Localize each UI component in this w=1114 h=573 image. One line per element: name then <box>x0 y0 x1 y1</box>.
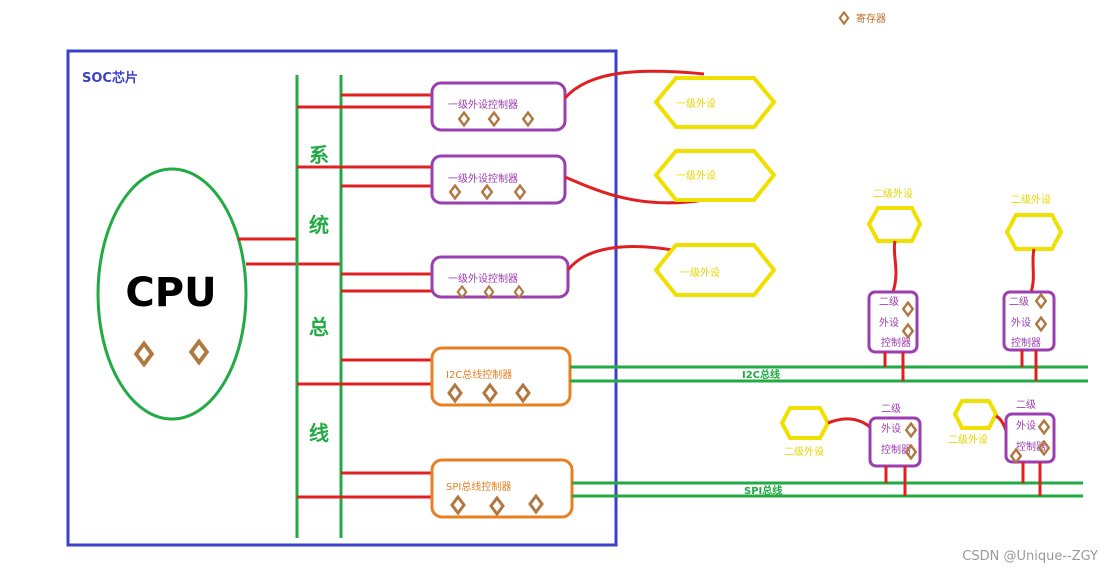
secondary-controller-line: 二级 <box>1016 399 1036 411</box>
register-legend-icon <box>838 11 850 25</box>
primary-peripheral-label: 一级外设 <box>676 170 716 182</box>
primary-controller: 一级外设控制器 <box>430 154 567 205</box>
secondary-controller-line: 控制器 <box>881 443 911 456</box>
i2c-controller-label: I2C总线控制器 <box>446 368 512 381</box>
secondary-controller-line: 外设 <box>1016 420 1036 432</box>
secondary-peripheral: 二级外设 <box>779 406 831 458</box>
cpu-label: CPU <box>125 270 216 316</box>
primary-peripheral: 一级外设 <box>653 149 777 202</box>
watermark: CSDN @Unique--ZGY <box>962 549 1098 564</box>
primary-controller: 一级外设控制器 <box>430 255 570 299</box>
primary-controller-label: 一级外设控制器 <box>448 98 518 111</box>
system-bus-char: 统 <box>309 213 329 237</box>
secondary-peripheral-label: 二级外设 <box>873 188 913 200</box>
system-bus-char: 系 <box>309 143 329 167</box>
secondary-controller-line: 二级 <box>1009 296 1029 308</box>
spi-bus-controller: SPI总线控制器 <box>430 458 574 519</box>
primary-controller: 一级外设控制器 <box>430 81 567 132</box>
secondary-controller-line: 外设 <box>879 317 899 329</box>
bus-controller-wires <box>297 93 432 499</box>
secondary-peripheral-label: 二级外设 <box>948 434 988 446</box>
secondary-controller-line: 外设 <box>1011 317 1031 329</box>
i2c-drop-wires <box>883 350 1038 381</box>
secondary-wire <box>891 240 898 293</box>
secondary-peripheral: 二级外设 <box>866 188 923 243</box>
secondary-controller-line: 二级 <box>881 403 901 415</box>
secondary-controller-line: 二级 <box>879 296 899 308</box>
controller-peripheral-wires <box>563 69 705 271</box>
legend-register-label: 寄存器 <box>856 12 886 25</box>
legend: 寄存器 <box>838 11 886 25</box>
primary-peripheral: 一级外设 <box>653 243 777 297</box>
spi-bus-label: SPI总线 <box>744 484 782 497</box>
cpu-ellipse <box>96 167 248 421</box>
cpu-register-icon <box>134 341 154 367</box>
secondary-controller-line: 控制器 <box>1011 336 1041 349</box>
secondary-wire <box>1029 248 1036 293</box>
primary-controller-label: 一级外设控制器 <box>448 272 518 285</box>
spi-drop-wires <box>884 462 1042 496</box>
system-bus-char: 总 <box>309 315 329 339</box>
primary-peripheral-label: 一级外设 <box>676 98 716 110</box>
i2c-bus-label: I2C总线 <box>742 368 780 381</box>
primary-peripheral: 一级外设 <box>653 76 777 129</box>
system-bus-char: 线 <box>309 421 329 445</box>
secondary-peripheral: 二级外设 <box>948 399 999 446</box>
secondary-peripheral-label: 二级外设 <box>784 446 824 458</box>
cpu-register-icon <box>189 339 209 365</box>
secondary-controller-line: 控制器 <box>881 336 911 349</box>
secondary-controller-line: 外设 <box>881 423 901 435</box>
spi-controller-label: SPI总线控制器 <box>446 480 511 493</box>
primary-controller-label: 一级外设控制器 <box>448 172 518 185</box>
secondary-peripheral: 二级外设 <box>1004 194 1064 251</box>
soc-chip-box <box>66 49 618 547</box>
primary-peripheral-label: 一级外设 <box>680 267 720 279</box>
i2c-bus-controller: I2C总线控制器 <box>430 346 572 407</box>
secondary-controller: 二级 外设 控制器 <box>1004 399 1056 464</box>
soc-label: SOC芯片 <box>82 70 138 86</box>
secondary-controller: 二级 外设 控制器 <box>868 403 922 468</box>
secondary-controller: 二级 外设 控制器 <box>1002 290 1056 352</box>
secondary-peripheral-label: 二级外设 <box>1011 194 1051 206</box>
secondary-wire <box>827 417 873 430</box>
secondary-controller-line: 控制器 <box>1016 440 1046 453</box>
secondary-controller: 二级 外设 控制器 <box>867 290 919 354</box>
